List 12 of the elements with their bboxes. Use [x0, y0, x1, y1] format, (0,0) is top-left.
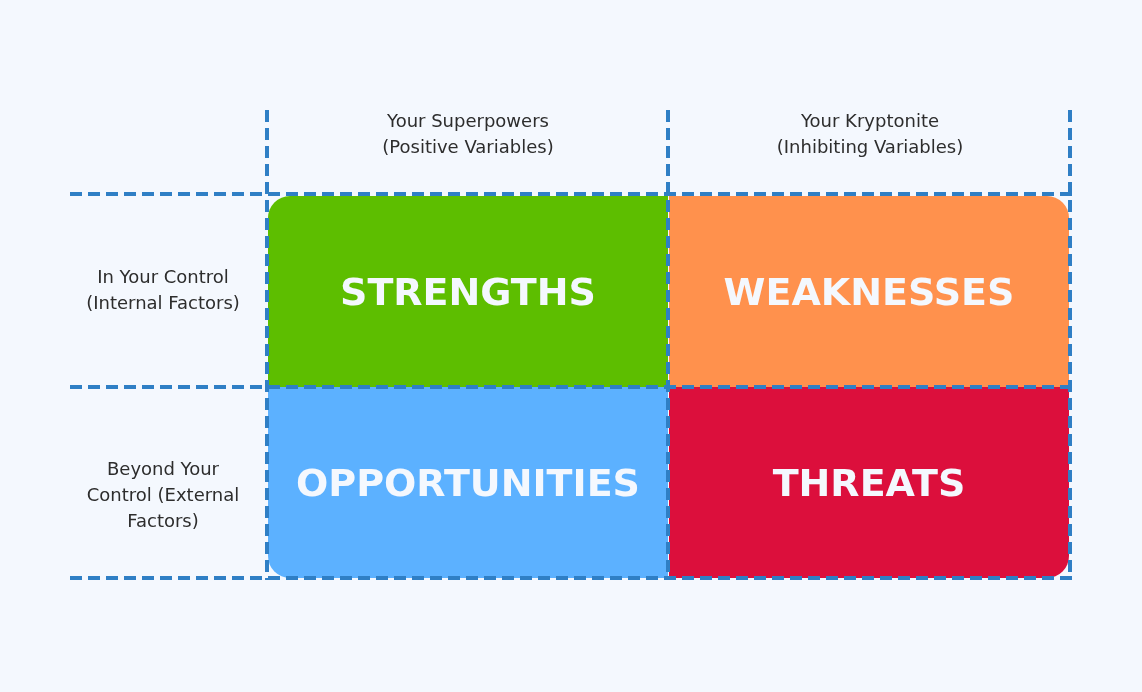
quadrant-title: WEAKNESSES [723, 268, 1015, 315]
row-header: In Your Control (Internal Factors) [85, 265, 241, 315]
swot-quadrant [268, 387, 668, 578]
row-header: Beyond Your Control (External Factors) [85, 457, 241, 533]
column-header: Your Superpowers (Positive Variables) [381, 109, 555, 159]
swot-quadrant [268, 196, 668, 387]
quadrant-title: STRENGTHS [340, 268, 596, 315]
quadrant-title: OPPORTUNITIES [296, 459, 640, 506]
quadrant-title: THREATS [772, 459, 966, 506]
swot-quadrant [669, 196, 1069, 387]
column-header: Your Kryptonite (Inhibiting Variables) [775, 109, 965, 159]
swot-quadrant [669, 387, 1069, 578]
